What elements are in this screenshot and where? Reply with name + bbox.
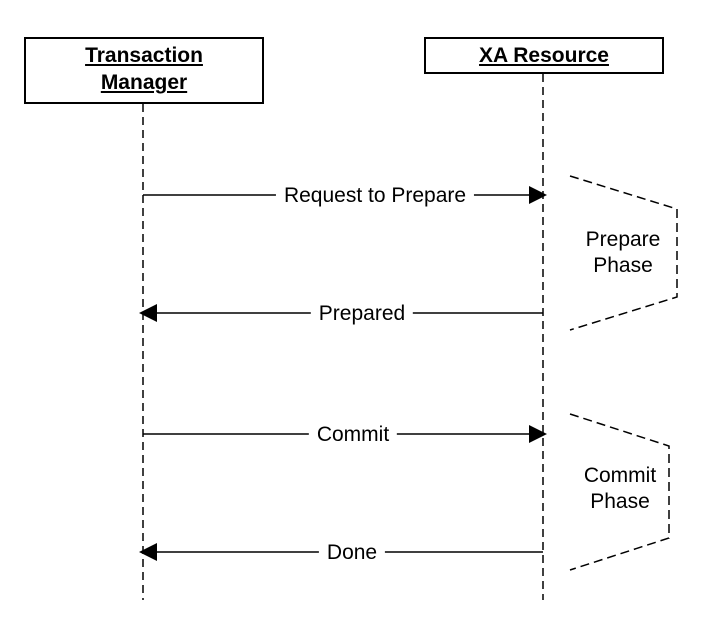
transaction-manager-label-line-2: Manager: [100, 71, 188, 94]
commit-arrowhead: [529, 425, 547, 443]
commit-phase-label-line-2: Phase: [590, 490, 650, 513]
commit-label: Commit: [308, 423, 398, 447]
prepare-phase-label: Prepare Phase: [586, 227, 661, 279]
xa-resource-box: XA Resource: [424, 37, 664, 74]
prepared-arrowhead: [139, 304, 157, 322]
prepared-label: Prepared: [310, 302, 414, 326]
commit-phase-label-line-1: Commit: [583, 464, 657, 487]
prepare-phase-bracket: [569, 175, 678, 331]
commit-phase-label: Commit Phase: [584, 463, 656, 515]
done-arrowhead: [139, 543, 157, 561]
transaction-manager-label-line-1: Transaction: [85, 44, 203, 67]
xa-resource-label: XA Resource: [479, 44, 609, 67]
prepare-phase-label-line-1: Prepare: [585, 228, 661, 251]
request-to-prepare-label: Request to Prepare: [275, 184, 475, 208]
done-label: Done: [318, 541, 386, 565]
transaction-manager-box: Transaction Manager: [24, 37, 264, 104]
request-to-prepare-arrowhead: [529, 186, 547, 204]
prepare-phase-label-line-2: Phase: [593, 254, 653, 277]
